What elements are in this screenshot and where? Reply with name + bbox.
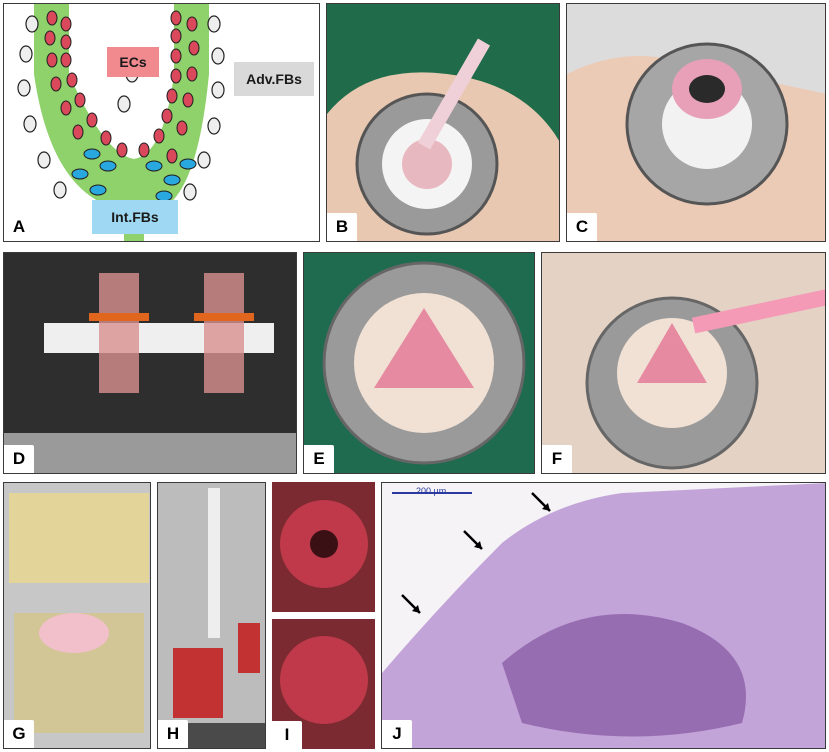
panel-e-photo: E (303, 252, 535, 474)
panel-label-e: E (304, 445, 334, 473)
panel-label-h: H (158, 720, 188, 748)
panel-label-a: A (4, 213, 34, 241)
adv-fbs-label: Adv.FBs (234, 62, 314, 96)
panel-f-photo: F (541, 252, 826, 474)
suturing-photo (585, 288, 825, 470)
panel-label-g: G (4, 720, 34, 748)
bioreactor-photo (327, 38, 559, 241)
int-fbs-label: Int.FBs (92, 200, 178, 234)
panel-label-b: B (327, 213, 357, 241)
panel-label-i: I (272, 721, 302, 749)
panel-c-photo: C (566, 3, 826, 242)
panel-label-d: D (4, 445, 34, 473)
valve-leaflets-photo (322, 261, 526, 465)
panel-label-f: F (542, 445, 572, 473)
panel-b-photo: B (326, 3, 560, 242)
ecs-label: ECs (107, 47, 159, 77)
panel-label-j: J (382, 720, 412, 748)
panel-j-histology: 200 μm J (381, 482, 826, 749)
panel-h-photo: H (157, 482, 266, 749)
panel-i-photo: I (272, 482, 375, 749)
he-stain-image (382, 483, 825, 748)
valve-mount-photo (567, 42, 825, 241)
panel-g-photo: G (3, 482, 151, 749)
panel-label-c: C (567, 213, 597, 241)
incubator-setup-photo (4, 273, 296, 473)
perfusion-circuit-photo (158, 488, 265, 748)
valve-open-closed-photos (272, 482, 375, 749)
panel-a: ECs Adv.FBs Int.FBs A (3, 3, 320, 242)
chamber-assembly-photo (9, 493, 149, 733)
panel-d-photo: D (3, 252, 297, 474)
scale-bar-label: 200 μm (416, 486, 447, 496)
